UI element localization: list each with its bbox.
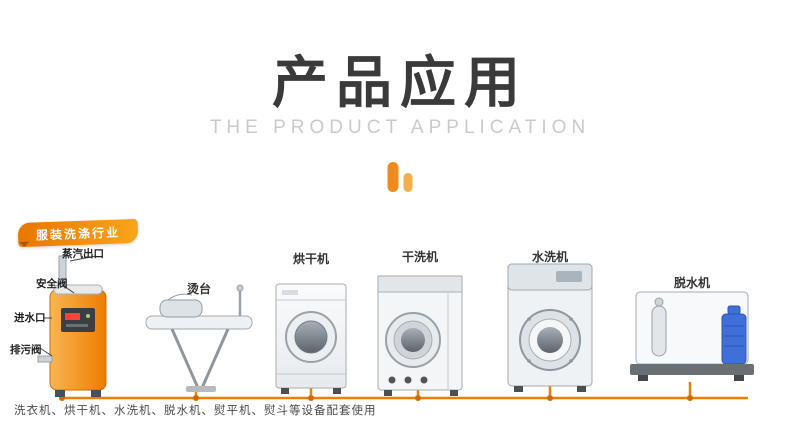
washer-figure (507, 263, 593, 392)
steam-outlet-label: 蒸汽出口 (62, 248, 104, 260)
dry-cleaner-figure (377, 275, 463, 396)
equipment-flow-diagram (37, 255, 754, 401)
water-inlet-label: 进水口 (14, 312, 46, 324)
extractor-label: 脱水机 (674, 276, 711, 290)
page-subtitle: THE PRODUCT APPLICATION (209, 117, 591, 138)
ironing-table-label: 烫台 (187, 282, 212, 296)
equipment-caption: 洗衣机、烘干机、水洗机、脱水机、熨平机、熨斗等设备配套使用 (14, 405, 377, 417)
drain-valve-label: 排污阀 (10, 344, 42, 356)
dryer-figure (275, 283, 347, 394)
extractor-figure (630, 291, 754, 381)
ironing-table-figure (145, 284, 253, 392)
page-title: 产品应用 (272, 51, 528, 114)
steam-boiler (37, 255, 107, 397)
quote-bars-icon (387, 162, 413, 192)
quote-bar-dark (387, 162, 399, 192)
dry-cleaner-label: 干洗机 (402, 250, 439, 264)
washer-label: 水洗机 (532, 250, 569, 264)
quote-bar-light (403, 173, 413, 192)
dryer-label: 烘干机 (293, 252, 330, 266)
safety-valve-label: 安全阀 (36, 278, 68, 290)
pipeline-joints (59, 395, 693, 401)
